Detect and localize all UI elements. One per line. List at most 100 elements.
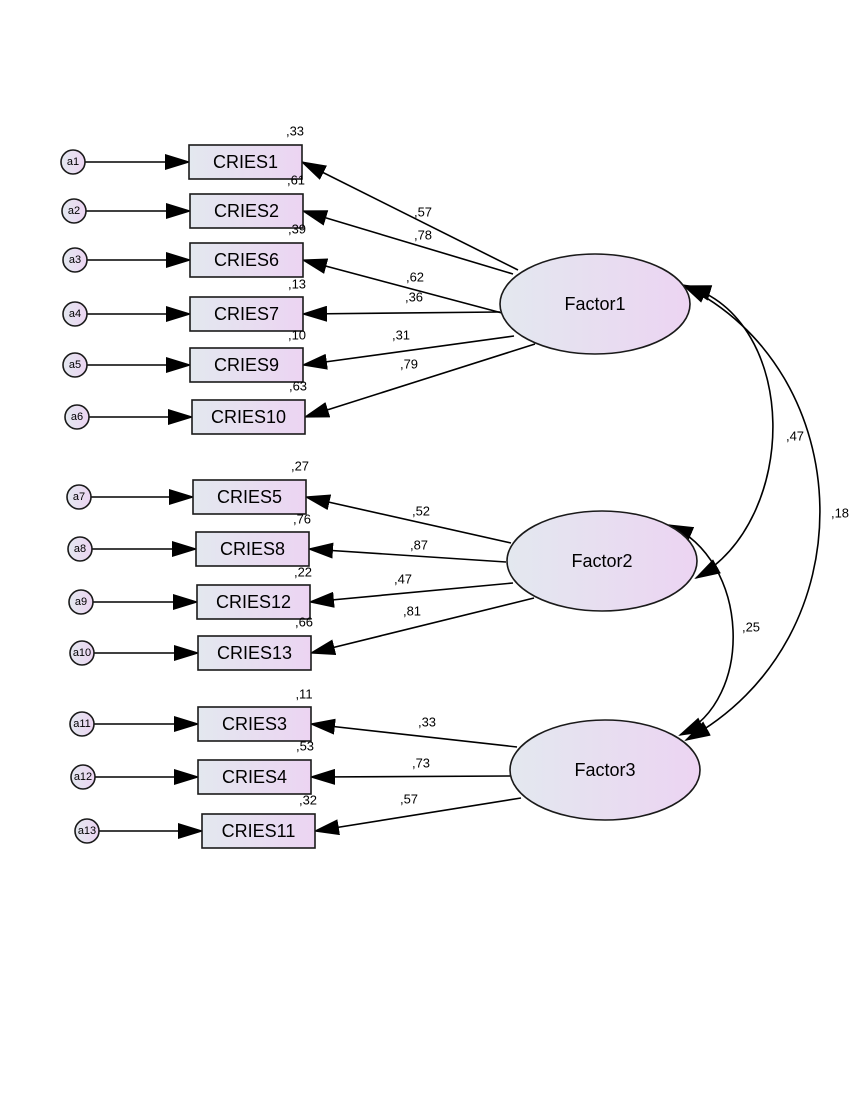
factor-label-Factor1: Factor1 xyxy=(564,294,625,314)
r-squared-CRIES7: ,13 xyxy=(288,277,306,292)
error-term-a6 xyxy=(64,404,90,430)
factor-ellipse-Factor3 xyxy=(509,719,701,821)
indicator-box-CRIES5 xyxy=(192,479,307,515)
error-label-a13: a13 xyxy=(78,825,96,837)
loading-arrow-CRIES6 xyxy=(301,258,503,314)
loading-value-CRIES1: ,57 xyxy=(414,205,432,220)
covariance-arrow-f1-f3 xyxy=(681,284,821,741)
loading-value-CRIES3: ,33 xyxy=(418,715,436,730)
indicator-label-CRIES11: CRIES11 xyxy=(222,821,296,841)
r-squared-CRIES10: ,63 xyxy=(289,379,307,394)
error-label-a6: a6 xyxy=(71,411,83,423)
factor-label-Factor3: Factor3 xyxy=(574,760,635,780)
error-term-a3 xyxy=(62,247,88,273)
error-label-a7: a7 xyxy=(73,491,85,503)
loading-value-CRIES8: ,87 xyxy=(410,538,428,553)
loading-arrow-CRIES1 xyxy=(300,161,519,271)
error-label-a10: a10 xyxy=(73,647,91,659)
loading-value-CRIES4: ,73 xyxy=(412,756,430,771)
error-label-a3: a3 xyxy=(69,254,81,266)
error-term-a10 xyxy=(69,640,95,666)
error-term-a9 xyxy=(68,589,94,615)
covariance-value-f1-f3: ,18 xyxy=(831,506,849,521)
covariance-arrow-f1-f2 xyxy=(685,285,774,579)
r-squared-CRIES3: ,11 xyxy=(295,687,312,702)
error-term-a5 xyxy=(62,352,88,378)
error-label-a5: a5 xyxy=(69,359,81,371)
factor-label-Factor2: Factor2 xyxy=(571,551,632,571)
loading-arrow-CRIES11 xyxy=(313,797,522,836)
indicator-label-CRIES2: CRIES2 xyxy=(214,201,279,221)
indicator-label-CRIES9: CRIES9 xyxy=(214,355,279,375)
loading-arrow-CRIES2 xyxy=(301,210,514,275)
error-term-a13 xyxy=(74,818,100,844)
r-squared-CRIES2: ,61 xyxy=(287,173,305,188)
indicator-label-CRIES7: CRIES7 xyxy=(214,304,279,324)
r-squared-CRIES6: ,39 xyxy=(288,222,306,237)
indicator-box-CRIES11 xyxy=(201,813,316,849)
loading-value-CRIES5: ,52 xyxy=(412,504,430,519)
indicator-label-CRIES10: CRIES10 xyxy=(211,407,286,427)
indicator-box-CRIES3 xyxy=(197,706,312,742)
error-label-a9: a9 xyxy=(75,596,87,608)
r-squared-CRIES4: ,53 xyxy=(296,739,314,754)
loading-arrow-CRIES10 xyxy=(303,343,536,418)
loading-arrow-CRIES9 xyxy=(301,335,515,370)
loading-value-CRIES10: ,79 xyxy=(400,357,418,372)
covariance-value-f2-f3: ,25 xyxy=(742,620,760,635)
loading-arrow-CRIES5 xyxy=(304,494,512,544)
indicator-label-CRIES4: CRIES4 xyxy=(222,767,287,787)
indicator-box-CRIES1 xyxy=(188,144,303,180)
r-squared-CRIES12: ,22 xyxy=(294,565,312,580)
loading-arrow-CRIES8 xyxy=(307,542,507,563)
loading-arrow-CRIES13 xyxy=(309,597,535,656)
loading-arrow-CRIES12 xyxy=(308,582,514,608)
r-squared-CRIES11: ,32 xyxy=(299,793,317,808)
loading-value-CRIES11: ,57 xyxy=(400,792,418,807)
indicator-box-CRIES4 xyxy=(197,759,312,795)
r-squared-CRIES8: ,76 xyxy=(293,512,311,527)
indicator-box-CRIES9 xyxy=(189,347,304,383)
error-label-a1: a1 xyxy=(67,156,79,168)
r-squared-CRIES13: ,66 xyxy=(295,615,313,630)
indicator-label-CRIES6: CRIES6 xyxy=(214,250,279,270)
indicator-label-CRIES3: CRIES3 xyxy=(222,714,287,734)
loading-value-CRIES12: ,47 xyxy=(394,572,412,587)
loading-value-CRIES7: ,36 xyxy=(405,290,423,305)
indicator-box-CRIES10 xyxy=(191,399,306,435)
indicator-label-CRIES1: CRIES1 xyxy=(213,152,278,172)
error-term-a7 xyxy=(66,484,92,510)
loading-arrow-CRIES4 xyxy=(309,768,511,785)
error-term-a11 xyxy=(69,711,95,737)
error-term-a4 xyxy=(62,301,88,327)
factor-ellipse-Factor2 xyxy=(506,510,698,612)
covariance-value-f1-f2: ,47 xyxy=(786,429,804,444)
indicator-label-CRIES13: CRIES13 xyxy=(217,643,292,663)
indicator-label-CRIES5: CRIES5 xyxy=(217,487,282,507)
loading-value-CRIES2: ,78 xyxy=(414,228,432,243)
error-term-a2 xyxy=(61,198,87,224)
indicator-label-CRIES12: CRIES12 xyxy=(216,592,291,612)
error-label-a12: a12 xyxy=(74,771,92,783)
loading-value-CRIES13: ,81 xyxy=(403,604,421,619)
indicator-box-CRIES8 xyxy=(195,531,310,567)
error-label-a4: a4 xyxy=(69,308,81,320)
r-squared-CRIES9: ,10 xyxy=(288,328,306,343)
loading-value-CRIES6: ,62 xyxy=(406,270,424,285)
indicator-label-CRIES8: CRIES8 xyxy=(220,539,285,559)
indicator-box-CRIES7 xyxy=(189,296,304,332)
indicator-box-CRIES13 xyxy=(197,635,312,671)
loading-arrow-CRIES3 xyxy=(309,718,518,748)
indicator-box-CRIES6 xyxy=(189,242,304,278)
error-label-a11: a11 xyxy=(73,718,91,730)
error-label-a2: a2 xyxy=(68,205,80,217)
r-squared-CRIES1: ,33 xyxy=(286,124,304,139)
error-term-a1 xyxy=(60,149,86,175)
r-squared-CRIES5: ,27 xyxy=(291,459,309,474)
indicator-box-CRIES2 xyxy=(189,193,304,229)
error-term-a8 xyxy=(67,536,93,562)
factor-ellipse-Factor1 xyxy=(499,253,691,355)
indicator-box-CRIES12 xyxy=(196,584,311,620)
loading-arrow-CRIES7 xyxy=(301,305,501,322)
